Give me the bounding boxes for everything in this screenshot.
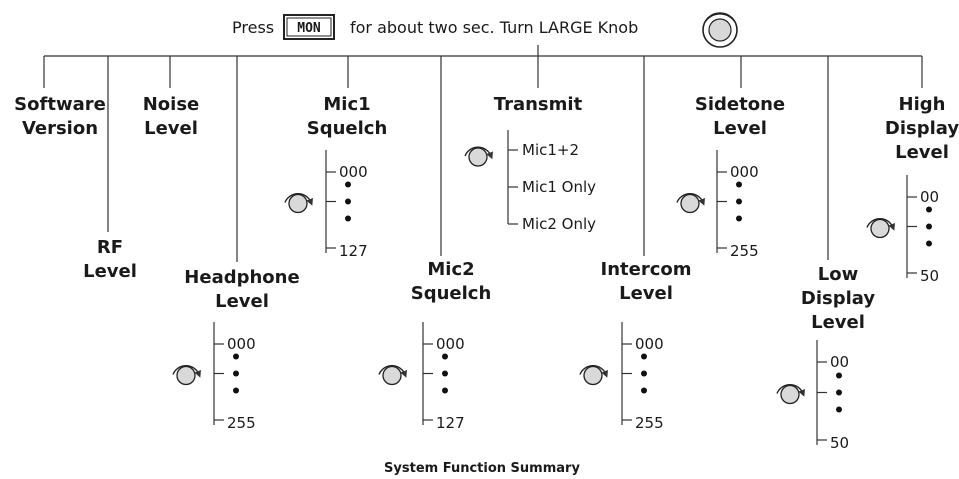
- function-label-high-display-level: Display: [885, 118, 959, 139]
- diagram-caption: System Function Summary: [384, 461, 580, 476]
- function-rf-level: RF Level: [83, 56, 137, 282]
- knob-icon: [579, 365, 608, 386]
- ellipsis-dot: [442, 387, 448, 394]
- mon-button: MON: [283, 14, 335, 40]
- scale-max-value: 50: [920, 267, 939, 285]
- knob-icon: [464, 146, 493, 167]
- ellipsis-dot: [736, 198, 742, 205]
- scale-max-value: 255: [730, 242, 759, 260]
- function-label-sidetone-level: Sidetone: [695, 94, 785, 115]
- function-label-mic1-squelch: Mic1: [323, 94, 370, 115]
- ellipsis-dot: [736, 181, 742, 188]
- knob-icon: [284, 193, 313, 214]
- ellipsis-dot: [926, 240, 932, 247]
- function-label-high-display-level: Level: [895, 142, 949, 163]
- function-label-rf-level: RF: [97, 237, 123, 258]
- ellipsis-dot: [836, 389, 842, 396]
- function-label-mic2-squelch: Mic2: [427, 259, 474, 280]
- ellipsis-dot: [345, 181, 351, 188]
- ellipsis-dot: [926, 206, 932, 213]
- ellipsis-dot: [836, 406, 842, 413]
- scale-min-value: 000: [730, 163, 759, 181]
- scale-min-value: 00: [830, 353, 849, 371]
- transmit-option: Mic2 Only: [522, 215, 596, 233]
- ellipsis-dot: [641, 353, 647, 360]
- scale-max-value: 50: [830, 434, 849, 452]
- knob-icon: [378, 365, 407, 386]
- function-label-sidetone-level: Level: [713, 118, 767, 139]
- scale-max-value: 255: [635, 414, 664, 432]
- ellipsis-dot: [836, 372, 842, 379]
- function-label-software-version: Version: [22, 118, 98, 139]
- scale-max-value: 127: [436, 414, 465, 432]
- function-branches: SoftwareVersionRFLevelNoiseLevelHeadphon…: [14, 56, 959, 452]
- ellipsis-dot: [641, 370, 647, 377]
- transmit-option: Mic1+2: [522, 141, 579, 159]
- scale-max-value: 255: [227, 414, 256, 432]
- function-label-headphone-level: Level: [215, 291, 269, 312]
- function-label-rf-level: Level: [83, 261, 137, 282]
- large-knob-icon: [702, 12, 738, 48]
- scale-min-value: 000: [227, 335, 256, 353]
- scale-max-value: 127: [339, 242, 368, 260]
- scale-min-value: 000: [436, 335, 465, 353]
- function-label-high-display-level: High: [899, 94, 946, 115]
- function-label-transmit: Transmit: [494, 94, 583, 115]
- ellipsis-dot: [233, 353, 239, 360]
- mon-button-label: MON: [297, 21, 321, 36]
- header-instruction-text: for about two sec. Turn LARGE Knob: [350, 18, 638, 37]
- scale-min-value: 00: [920, 188, 939, 206]
- ellipsis-dot: [641, 387, 647, 394]
- function-label-software-version: Software: [14, 94, 106, 115]
- knob-icon: [172, 365, 201, 386]
- ellipsis-dot: [736, 215, 742, 222]
- ellipsis-dot: [345, 198, 351, 205]
- function-label-noise-level: Level: [144, 118, 198, 139]
- function-label-mic1-squelch: Squelch: [307, 118, 388, 139]
- header-press-text: Press: [232, 18, 274, 37]
- ellipsis-dot: [345, 215, 351, 222]
- function-label-low-display-level: Display: [801, 288, 875, 309]
- ellipsis-dot: [233, 387, 239, 394]
- ellipsis-dot: [926, 223, 932, 230]
- ellipsis-dot: [442, 370, 448, 377]
- function-label-low-display-level: Low: [818, 264, 858, 285]
- function-label-intercom-level: Level: [619, 283, 673, 304]
- scale-min-value: 000: [339, 163, 368, 181]
- ellipsis-dot: [233, 370, 239, 377]
- knob-icon: [776, 384, 805, 405]
- scale-min-value: 000: [635, 335, 664, 353]
- function-label-mic2-squelch: Squelch: [411, 283, 492, 304]
- ellipsis-dot: [442, 353, 448, 360]
- function-label-noise-level: Noise: [143, 94, 200, 115]
- function-label-headphone-level: Headphone: [184, 267, 299, 288]
- function-label-intercom-level: Intercom: [601, 259, 692, 280]
- knob-icon: [866, 218, 895, 239]
- function-label-low-display-level: Level: [811, 312, 865, 333]
- knob-icon: [676, 193, 705, 214]
- transmit-option: Mic1 Only: [522, 178, 596, 196]
